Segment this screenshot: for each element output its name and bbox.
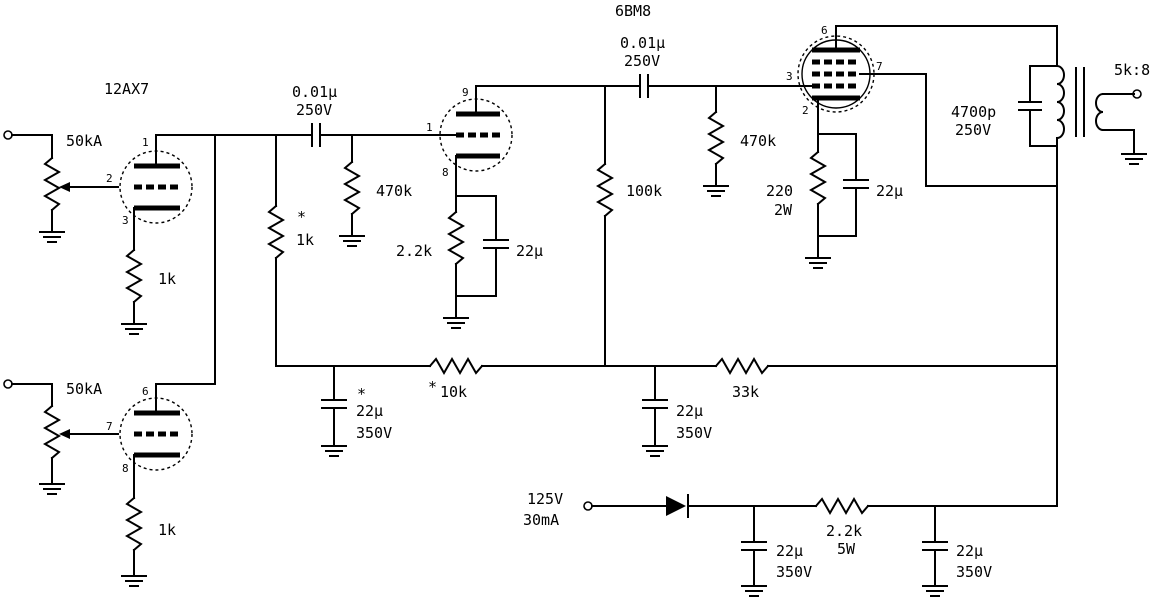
- filter1-value: 22μ: [356, 402, 383, 420]
- drop2-label: 33k: [732, 383, 759, 401]
- cathode-r-bottom-label: 1k: [158, 521, 176, 539]
- triode-bottom: [119, 134, 216, 499]
- cathode-resistor-bottom: [121, 496, 147, 587]
- filter-cap-2: [642, 365, 668, 457]
- coupling-cap-2-voltage: 250V: [624, 52, 660, 70]
- coupling-capacitor-2: [639, 74, 809, 98]
- cathode-resistor-top: [121, 248, 147, 335]
- cathode-r-stage2-label: 2.2k: [396, 242, 432, 260]
- pin-cathode-top: 3: [122, 214, 129, 227]
- pentode-6bm8: [801, 25, 1058, 187]
- rect-cap1-value: 22μ: [776, 542, 803, 560]
- pin-plate-top: 1: [142, 136, 149, 149]
- snubber-voltage: 250V: [955, 121, 991, 139]
- pin-grid-stage2: 1: [426, 121, 433, 134]
- input-voltage: 125V: [527, 490, 563, 508]
- plate-load-label: 1k: [296, 231, 314, 249]
- coupling-capacitor-1: [279, 123, 441, 147]
- pin-pentode-grid: 3: [786, 70, 793, 83]
- rect-cap-2: [922, 505, 948, 597]
- ground-symbol: [39, 231, 65, 243]
- preamp-tube-label: 12AX7: [104, 80, 149, 98]
- triode-stage2: [439, 85, 641, 213]
- coupling-cap-2-value: 0.01μ: [620, 34, 665, 52]
- plate-r-stage2-label: 100k: [626, 182, 662, 200]
- drop1-label: 10k: [440, 383, 467, 401]
- bypass-cap-output-label: 22μ: [876, 182, 903, 200]
- coupling-cap-1-value: 0.01μ: [292, 83, 337, 101]
- rect-cap-1: [741, 505, 767, 597]
- grid-r-2-label: 470k: [740, 132, 776, 150]
- plate-load-star: *: [297, 208, 306, 226]
- drop3-power: 5W: [837, 540, 856, 558]
- pin-cathode-stage2: 8: [442, 166, 449, 179]
- output-transformer: [1018, 25, 1147, 507]
- bypass-cap-stage2-label: 22μ: [516, 242, 543, 260]
- transformer-ratio: 5k:8: [1114, 61, 1150, 79]
- cathode-resistor-output: [805, 133, 869, 269]
- rectifier-input: [583, 494, 1058, 518]
- snubber-value: 4700p: [951, 103, 996, 121]
- pin-plate-stage2: 9: [462, 86, 469, 99]
- rect-cap1-voltage: 350V: [776, 563, 812, 581]
- pin-pentode-plate: 7: [876, 60, 883, 73]
- cathode-r-top-label: 1k: [158, 270, 176, 288]
- grid-resistor-2: [703, 85, 729, 197]
- pin-grid-bottom: 7: [106, 420, 113, 433]
- pin-grid-top: 2: [106, 172, 113, 185]
- filter2-voltage: 350V: [676, 424, 712, 442]
- power-tube-label: 6BM8: [615, 2, 651, 20]
- pentode-envelope: [797, 35, 875, 113]
- filter1-voltage: 350V: [356, 424, 392, 442]
- filter1-star: *: [357, 385, 366, 403]
- input-terminal-top: [3, 130, 53, 140]
- pin-pentode-cathode: 2: [802, 104, 809, 117]
- grid-r-1-label: 470k: [376, 182, 412, 200]
- rect-cap2-value: 22μ: [956, 542, 983, 560]
- pin-cathode-bottom: 8: [122, 462, 129, 475]
- filter2-value: 22μ: [676, 402, 703, 420]
- rect-cap2-voltage: 350V: [956, 563, 992, 581]
- pin-plate-bottom: 6: [142, 385, 149, 398]
- cathode-resistor-stage2: [443, 195, 509, 329]
- plate-resistor-stage2: [595, 85, 615, 367]
- drop1-star: *: [428, 378, 437, 396]
- coupling-cap-1-voltage: 250V: [296, 101, 332, 119]
- triode-top: [119, 134, 281, 251]
- volume-pot-top: [42, 134, 119, 231]
- grid-resistor-1: [339, 134, 365, 247]
- cathode-r-output-value: 220: [766, 182, 793, 200]
- filter-cap-1: [321, 365, 347, 457]
- pot-bottom-label: 50kA: [66, 380, 102, 398]
- drop3-value: 2.2k: [826, 522, 862, 540]
- plate-load-resistor: [266, 134, 431, 367]
- b-plus-rail: [428, 356, 1058, 376]
- input-current: 30mA: [523, 511, 559, 529]
- pot-top-label: 50kA: [66, 132, 102, 150]
- pin-pentode-top: 6: [821, 24, 828, 37]
- input-terminal-bottom: [3, 379, 53, 389]
- volume-pot-bottom: [39, 383, 119, 495]
- cathode-r-output-power: 2W: [774, 201, 793, 219]
